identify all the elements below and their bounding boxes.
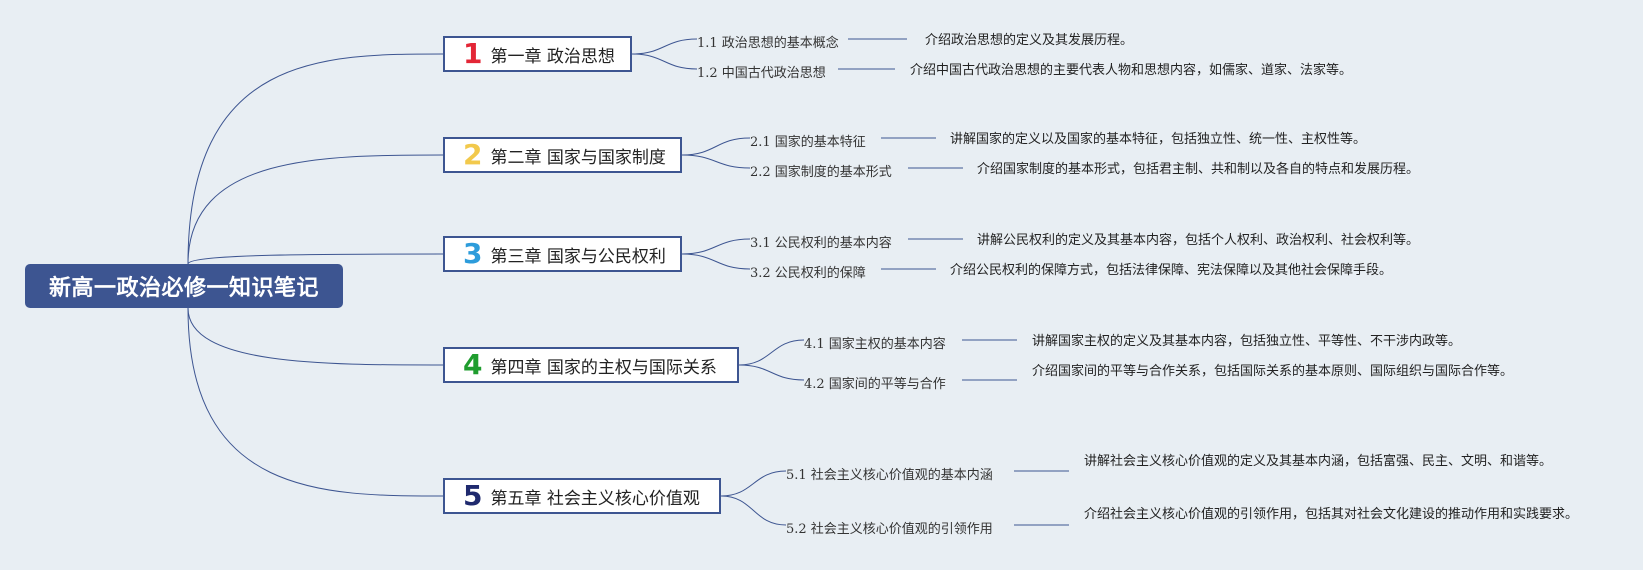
- chapter-label: 第一章 政治思想: [490, 46, 615, 67]
- root-topic[interactable]: 新高一政治必修一知识笔记: [25, 264, 343, 308]
- desc-3-1[interactable]: 讲解公民权利的定义及其基本内容，包括个人权利、政治权利、社会权利等。: [977, 233, 1420, 248]
- number-2-icon: 2: [463, 138, 483, 171]
- subtopic-4-1[interactable]: 4.1 国家主权的基本内容: [804, 337, 946, 352]
- subtopic-5-1[interactable]: 5.1 社会主义核心价值观的基本内涵: [786, 468, 993, 483]
- root-connector-3: [187, 253, 444, 265]
- chapter-3-node[interactable]: 3 第三章 国家与公民权利: [443, 236, 682, 272]
- subtopic-4-2[interactable]: 4.2 国家间的平等与合作: [804, 377, 946, 392]
- root-connector-4: [187, 307, 444, 366]
- number-3-icon: 3: [463, 237, 483, 270]
- subtopic-3-1[interactable]: 3.1 公民权利的基本内容: [750, 236, 892, 251]
- desc-4-1[interactable]: 讲解国家主权的定义及其基本内容，包括独立性、平等性、不干涉内政等。: [1032, 334, 1462, 349]
- desc-1-2[interactable]: 介绍中国古代政治思想的主要代表人物和思想内容，如儒家、道家、法家等。: [910, 63, 1353, 78]
- sub-connector-1-1: [631, 38, 698, 55]
- subtopic-5-2[interactable]: 5.2 社会主义核心价值观的引领作用: [786, 522, 993, 537]
- root-connector-2: [187, 154, 444, 265]
- desc-2-2[interactable]: 介绍国家制度的基本形式，包括君主制、共和制以及各自的特点和发展历程。: [977, 162, 1420, 177]
- subtopic-3-2[interactable]: 3.2 公民权利的保障: [750, 266, 866, 281]
- sub-connector-3-1: [681, 238, 751, 255]
- chapter-label: 第四章 国家的主权与国际关系: [490, 357, 717, 378]
- number-4-icon: 4: [463, 348, 483, 381]
- desc-5-1[interactable]: 讲解社会主义核心价值观的定义及其基本内涵，包括富强、民主、文明、和谐等。: [1084, 454, 1553, 469]
- desc-2-1[interactable]: 讲解国家的定义以及国家的基本特征，包括独立性、统一性、主权性等。: [950, 132, 1367, 147]
- root-connector-1: [187, 53, 444, 265]
- sub-connector-1-2: [631, 53, 698, 70]
- sub-connector-5-1: [720, 470, 787, 497]
- sub-connector-4-1: [738, 339, 805, 366]
- chapter-5-node[interactable]: 5 第五章 社会主义核心价值观: [443, 478, 721, 514]
- sub-connector-2-1: [681, 137, 751, 156]
- desc-4-2[interactable]: 介绍国家间的平等与合作关系，包括国际关系的基本原则、国际组织与国际合作等。: [1032, 364, 1514, 379]
- number-1-icon: 1: [463, 37, 483, 70]
- sub-connector-3-2: [681, 253, 751, 270]
- desc-3-2[interactable]: 介绍公民权利的保障方式，包括法律保障、宪法保障以及其他社会保障手段。: [950, 263, 1393, 278]
- root-connector-5: [187, 307, 444, 497]
- chapter-4-node[interactable]: 4 第四章 国家的主权与国际关系: [443, 347, 739, 383]
- chapter-label: 第三章 国家与公民权利: [490, 246, 666, 267]
- desc-1-1[interactable]: 介绍政治思想的定义及其发展历程。: [925, 33, 1134, 48]
- chapter-label: 第五章 社会主义核心价值观: [490, 488, 700, 509]
- chapter-2-node[interactable]: 2 第二章 国家与国家制度: [443, 137, 682, 173]
- subtopic-2-1[interactable]: 2.1 国家的基本特征: [750, 135, 866, 150]
- sub-connector-2-2: [681, 154, 751, 169]
- sub-connector-5-2: [720, 495, 787, 526]
- chapter-label: 第二章 国家与国家制度: [490, 147, 666, 168]
- chapter-1-node[interactable]: 1 第一章 政治思想: [443, 36, 632, 72]
- desc-5-2[interactable]: 介绍社会主义核心价值观的引领作用，包括其对社会文化建设的推动作用和实践要求。: [1084, 507, 1579, 522]
- subtopic-1-2[interactable]: 1.2 中国古代政治思想: [697, 66, 826, 81]
- subtopic-1-1[interactable]: 1.1 政治思想的基本概念: [697, 36, 839, 51]
- number-5-icon: 5: [463, 479, 483, 512]
- subtopic-2-2[interactable]: 2.2 国家制度的基本形式: [750, 165, 892, 180]
- sub-connector-4-2: [738, 364, 805, 381]
